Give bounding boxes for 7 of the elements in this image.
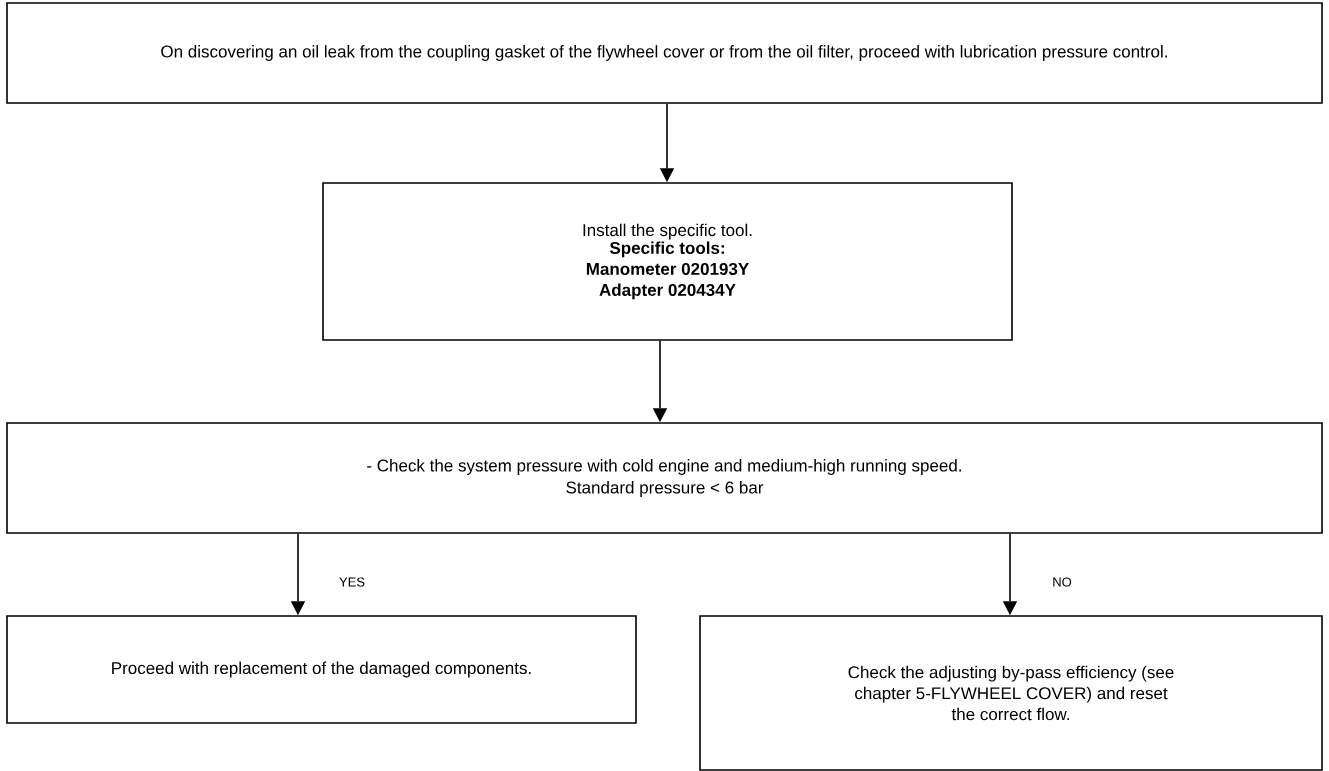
process-box: Install the specific tool. Specific tools: Manometer 020193Y Adapter 020434Y — [322, 182, 1013, 341]
edge-label: NO — [1051, 576, 1073, 588]
process-box: On discovering an oil leak from the coupling gasket of the flywheel cover or from the oil filter, proceed with lubrication pressure control. — [6, 2, 1323, 104]
edge-label: YES — [338, 576, 366, 588]
process-box: Check the adjusting by-pass efficiency (see chapter 5-FLYWHEEL COVER) and reset the correct flow. — [699, 615, 1323, 771]
process-box: Proceed with replacement of the damaged components. — [6, 615, 637, 724]
process-box: - Check the system pressure with cold engine and medium-high running speed. Standard pressure < 6 bar — [6, 422, 1323, 534]
